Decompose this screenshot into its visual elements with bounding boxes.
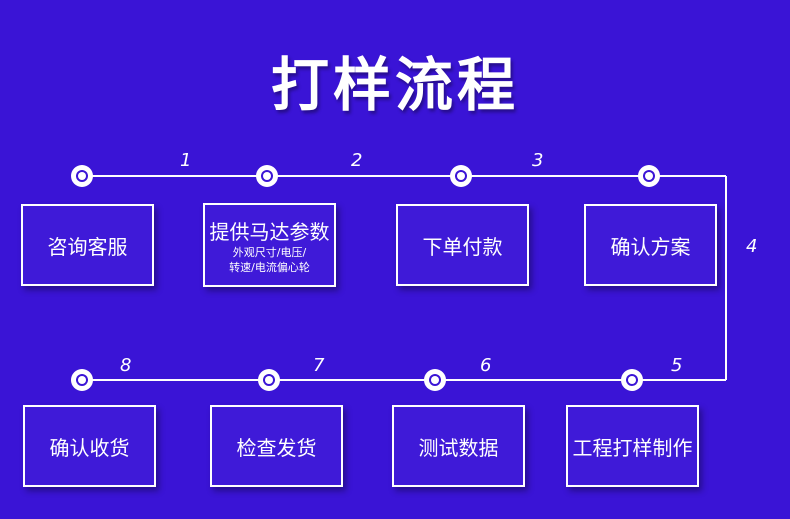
step-3-box: 下单付款: [396, 204, 529, 286]
step-2-box: 提供马达参数 外观尺寸/电压/ 转速/电流偏心轮: [203, 203, 336, 287]
step-2-number: 2: [351, 150, 363, 171]
step-7-label: 检查发货: [236, 435, 317, 460]
step-2-label: 提供马达参数: [209, 219, 330, 244]
step-1-node-icon: [71, 165, 93, 187]
step-7-number: 7: [313, 355, 325, 376]
step-4-label: 确认方案: [610, 234, 691, 259]
step-2-detail-line-1: 外观尺寸/电压/: [232, 245, 307, 259]
step-5-label: 工程打样制作: [572, 435, 693, 460]
step-1-number: 1: [180, 150, 192, 171]
step-7-box: 检查发货: [210, 405, 343, 487]
step-6-label: 测试数据: [418, 435, 499, 460]
page-title: 打样流程: [270, 51, 519, 119]
step-8-node-icon: [71, 369, 93, 391]
step-3-label: 下单付款: [422, 234, 503, 259]
step-5-box: 工程打样制作: [566, 405, 699, 487]
step-8-label: 确认收货: [49, 435, 130, 460]
step-5-number: 5: [671, 355, 683, 376]
step-8-number: 8: [120, 355, 132, 376]
step-2-detail-line-2: 转速/电流偏心轮: [229, 260, 310, 274]
step-8-box: 确认收货: [23, 405, 156, 487]
step-4-box: 确认方案: [584, 204, 717, 286]
step-3-number: 3: [532, 150, 544, 171]
step-6-node-icon: [424, 369, 446, 391]
step-7-node-icon: [258, 369, 280, 391]
step-6-box: 测试数据: [392, 405, 525, 487]
step-4-node-icon: [638, 165, 660, 187]
step-2-node-icon: [256, 165, 278, 187]
step-3-node-icon: [450, 165, 472, 187]
step-1-box: 咨询客服: [21, 204, 154, 286]
step-1-label: 咨询客服: [47, 234, 128, 259]
step-4-number: 4: [746, 236, 758, 257]
step-6-number: 6: [480, 355, 492, 376]
step-5-node-icon: [621, 369, 643, 391]
